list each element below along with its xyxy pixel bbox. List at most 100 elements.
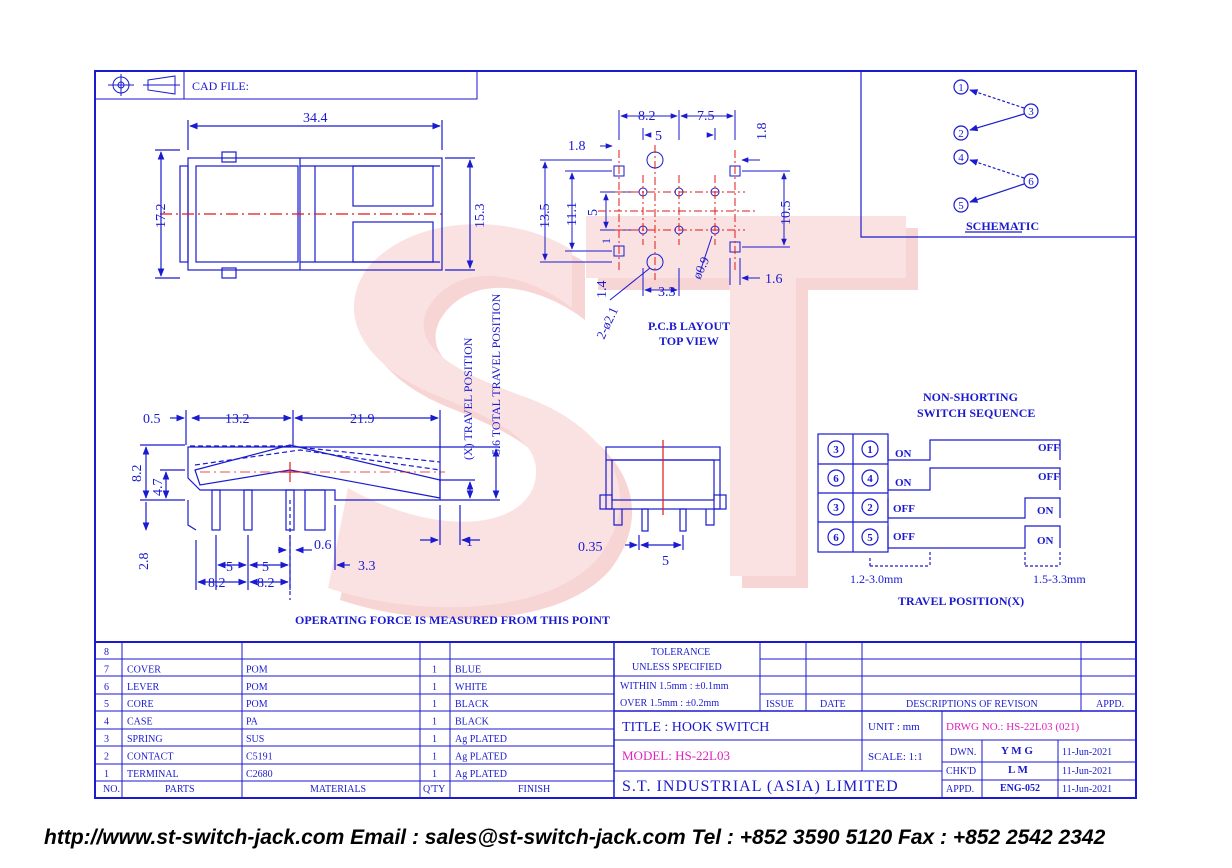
bom-cell-material: POM bbox=[246, 664, 268, 675]
schematic-label: SCHEMATIC bbox=[966, 219, 1039, 233]
pcb-dim-3-3: 3.3 bbox=[658, 285, 676, 300]
tolerance-line-2: UNLESS SPECIFIED bbox=[632, 662, 722, 673]
dim-21-9: 21.9 bbox=[350, 412, 375, 427]
pcb-dim-1-8a: 1.8 bbox=[568, 139, 586, 154]
pcb-dim-10-5: 10.5 bbox=[779, 201, 794, 226]
dim-0-5: 0.5 bbox=[143, 412, 161, 427]
schematic-pin-6: 6 bbox=[1028, 176, 1034, 188]
seq-row2-pin-b: 4 bbox=[867, 473, 873, 485]
bom-header-no: NO. bbox=[103, 784, 120, 795]
bom-cell-finish: Ag PLATED bbox=[455, 734, 507, 745]
appd-label: APPD. bbox=[946, 784, 974, 795]
revision-date-header: DATE bbox=[820, 699, 846, 710]
bom-cell-qty: 1 bbox=[432, 682, 437, 693]
end-dim-0-35: 0.35 bbox=[578, 540, 603, 555]
bom-cell-material: POM bbox=[246, 699, 268, 710]
seq-row1-pin-a: 3 bbox=[833, 444, 839, 456]
bom-cell-material: PA bbox=[246, 717, 259, 728]
dim-3-3-side: 3.3 bbox=[358, 559, 376, 574]
bom-header-finish: FINISH bbox=[518, 784, 550, 795]
seq-row3-right: ON bbox=[1037, 505, 1054, 517]
dwn-label: DWN. bbox=[950, 747, 976, 758]
pcb-layout-subtitle: TOP VIEW bbox=[659, 334, 719, 348]
cad-file-label: CAD FILE: bbox=[192, 79, 249, 93]
bom-cell-no: 5 bbox=[104, 699, 109, 710]
tolerance-line-1: TOLERANCE bbox=[651, 647, 710, 658]
schematic-pin-2: 2 bbox=[958, 128, 964, 140]
seq-row2-pin-a: 6 bbox=[833, 473, 839, 485]
bom-cell-part: CONTACT bbox=[127, 751, 173, 762]
seq-row4-right: ON bbox=[1037, 535, 1054, 547]
appd-by: ENG-052 bbox=[1000, 783, 1040, 794]
bom-cell-material: C2680 bbox=[246, 769, 273, 780]
top-view bbox=[155, 120, 475, 279]
pcb-dim-7-5: 7.5 bbox=[697, 109, 715, 124]
dim-5-a: 5 bbox=[226, 560, 233, 575]
bom-cell-no: 1 bbox=[104, 769, 109, 780]
schematic-pin-5: 5 bbox=[958, 200, 964, 212]
bom-cell-part: SPRING bbox=[127, 734, 163, 745]
dim-8-2-vertical: 8.2 bbox=[130, 465, 145, 483]
bom-cell-material: POM bbox=[246, 682, 268, 693]
bom-cell-part: CORE bbox=[127, 699, 154, 710]
dim-top-height-left: 17.2 bbox=[154, 204, 169, 229]
bom-cell-qty: 1 bbox=[432, 734, 437, 745]
dim-8-2-b: 8.2 bbox=[257, 576, 275, 591]
bom-cell-qty: 1 bbox=[432, 717, 437, 728]
revision-issue-header: ISSUE bbox=[766, 699, 794, 710]
seq-row4-pin-b: 5 bbox=[867, 532, 873, 544]
seq-row1-right: OFF bbox=[1038, 442, 1060, 454]
sequence-table bbox=[817, 433, 1061, 567]
bom-cell-finish: Ag PLATED bbox=[455, 769, 507, 780]
tolerance-line-3: WITHIN 1.5mm : ±0.1mm bbox=[620, 681, 729, 692]
schematic-pin-1: 1 bbox=[958, 82, 964, 94]
bom-cell-qty: 1 bbox=[432, 664, 437, 675]
bom-cell-qty: 1 bbox=[432, 769, 437, 780]
pcb-dim-5-top: 5 bbox=[655, 129, 662, 144]
dim-top-width: 34.4 bbox=[303, 111, 328, 126]
pcb-dim-1: 1 bbox=[599, 238, 613, 244]
bom-cell-finish: BLUE bbox=[455, 664, 481, 675]
bom-cell-qty: 1 bbox=[432, 751, 437, 762]
pcb-dim-5-mid: 5 bbox=[586, 209, 601, 216]
dim-13-2: 13.2 bbox=[225, 412, 250, 427]
seq-row3-pin-b: 2 bbox=[867, 502, 873, 514]
drawing-number: DRWG NO.: HS-22L03 (021) bbox=[946, 721, 1080, 733]
bom-cell-material: C5191 bbox=[246, 751, 273, 762]
seq-row4-pin-a: 6 bbox=[833, 532, 839, 544]
bom-cell-no: 7 bbox=[104, 664, 109, 675]
pcb-dim-11-1: 11.1 bbox=[565, 202, 580, 226]
sequence-range-2: 1.5-3.3mm bbox=[1033, 572, 1086, 586]
bom-cell-part: CASE bbox=[127, 717, 153, 728]
bom-cell-finish: BLACK bbox=[455, 717, 490, 728]
end-dim-5: 5 bbox=[662, 554, 669, 569]
seq-row3-pin-a: 3 bbox=[833, 502, 839, 514]
sequence-title-1: NON-SHORTING bbox=[923, 390, 1018, 404]
chk-by: L M bbox=[1008, 764, 1028, 776]
pcb-dim-1-6: 1.6 bbox=[765, 272, 783, 287]
dim-8-2-a: 8.2 bbox=[208, 576, 226, 591]
seq-row1-pin-b: 1 bbox=[867, 444, 873, 456]
pcb-layout-title: P.C.B LAYOUT bbox=[648, 319, 730, 333]
travel-position-label: (X) TRAVEL POSITION bbox=[461, 337, 475, 460]
bom-cell-no: 3 bbox=[104, 734, 109, 745]
seq-row1-left: ON bbox=[895, 448, 912, 460]
pcb-dim-phi-2-1: 2-ø2.1 bbox=[593, 304, 621, 341]
pcb-dim-8-2: 8.2 bbox=[638, 109, 656, 124]
scale-text: SCALE: 1:1 bbox=[868, 751, 923, 763]
bom-cell-no: 8 bbox=[104, 647, 109, 658]
bom-cell-no: 6 bbox=[104, 682, 109, 693]
bom-header-materials: MATERIALS bbox=[310, 784, 366, 795]
bom-header-qty: Q'TY bbox=[423, 784, 445, 795]
pcb-dim-1-4: 1.4 bbox=[595, 281, 610, 299]
title-block-grid bbox=[614, 642, 1136, 798]
pcb-centerlines bbox=[598, 145, 755, 280]
title-text: TITLE : HOOK SWITCH bbox=[622, 720, 769, 735]
bom-cell-qty: 1 bbox=[432, 699, 437, 710]
schematic-pin-4: 4 bbox=[958, 152, 964, 164]
bom-cell-finish: BLACK bbox=[455, 699, 490, 710]
bom-cell-finish: Ag PLATED bbox=[455, 751, 507, 762]
operating-force-note: OPERATING FORCE IS MEASURED FROM THIS PO… bbox=[295, 613, 610, 627]
revision-desc-header: DESCRIPTIONS OF REVISON bbox=[906, 699, 1038, 710]
